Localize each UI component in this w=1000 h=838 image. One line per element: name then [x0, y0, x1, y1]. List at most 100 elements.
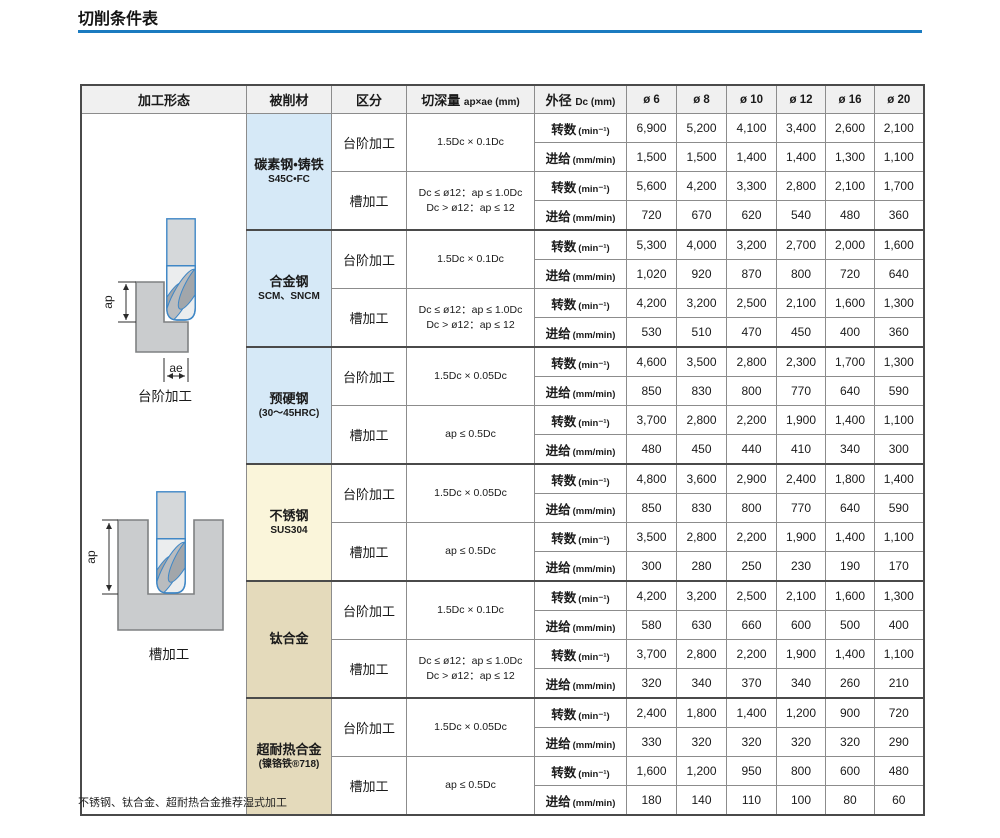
value-cell: 2,400 — [626, 697, 677, 728]
feed-label-cell: 进给(mm/min) — [534, 259, 627, 289]
value-cell: 2,100 — [874, 113, 924, 143]
value-cell: 660 — [726, 610, 777, 640]
value-cell: 1,800 — [676, 697, 727, 728]
feed-label-cell: 进给(mm/min) — [534, 200, 627, 231]
value-cell: 3,400 — [776, 113, 826, 143]
row-label: 转数 — [551, 707, 577, 722]
value-cell: 2,800 — [776, 171, 826, 201]
value-cell: 3,200 — [676, 288, 727, 318]
value-cell: 1,300 — [874, 580, 924, 611]
value-cell: 320 — [726, 727, 777, 757]
value-cell: 1,100 — [874, 405, 924, 435]
material-name: 合金钢 — [269, 273, 309, 289]
footnote: 不锈钢、钛合金、超耐热合金推荐湿式加工 — [78, 797, 287, 809]
diagram-cell: ap ae 台阶加工 ap 槽加工 — [80, 113, 247, 816]
value-cell: 210 — [874, 668, 924, 699]
category-cell: 台阶加工 — [331, 229, 407, 289]
value-cell: 360 — [874, 200, 924, 231]
depth-line: Dc ≤ ø12：ap ≤ 1.0Dc — [418, 303, 523, 316]
value-cell: 600 — [825, 756, 875, 786]
value-cell: 450 — [676, 434, 727, 465]
feed-label-cell: 进给(mm/min) — [534, 317, 627, 348]
value-cell: 1,500 — [626, 142, 677, 172]
row-unit: (min⁻¹) — [578, 417, 610, 429]
value-cell: 1,800 — [825, 463, 875, 494]
value-cell: 4,600 — [626, 346, 677, 377]
value-cell: 640 — [825, 493, 875, 523]
row-unit: (mm/min) — [572, 739, 616, 751]
category-cell: 台阶加工 — [331, 463, 407, 523]
col-header-diameter: 外径 Dc (mm) — [534, 84, 627, 114]
value-cell: 510 — [676, 317, 727, 348]
speed-label-cell: 转数(min⁻¹) — [534, 463, 627, 494]
value-cell: 360 — [874, 317, 924, 348]
col-header-processing-form: 加工形态 — [80, 84, 247, 114]
row-label: 转数 — [551, 531, 577, 546]
row-unit: (min⁻¹) — [578, 476, 610, 488]
value-cell: 1,400 — [825, 522, 875, 552]
col-header-d8: ø 8 — [676, 84, 727, 114]
row-label: 转数 — [551, 122, 577, 137]
depth-cell: 1.5Dc × 0.05Dc — [406, 346, 535, 406]
speed-label-cell: 转数(min⁻¹) — [534, 229, 627, 260]
value-cell: 470 — [726, 317, 777, 348]
value-cell: 670 — [676, 200, 727, 231]
material-name: 碳素钢•铸铁 — [254, 156, 324, 172]
value-cell: 2,200 — [726, 405, 777, 435]
value-cell: 1,400 — [726, 697, 777, 728]
row-label: 进给 — [545, 502, 571, 517]
value-cell: 5,600 — [626, 171, 677, 201]
row-unit: (min⁻¹) — [578, 710, 610, 722]
feed-label-cell: 进给(mm/min) — [534, 551, 627, 582]
value-cell: 1,600 — [626, 756, 677, 786]
value-cell: 410 — [776, 434, 826, 465]
value-cell: 3,200 — [726, 229, 777, 260]
feed-label-cell: 进给(mm/min) — [534, 493, 627, 523]
category-cell: 槽加工 — [331, 639, 407, 699]
speed-label-cell: 转数(min⁻¹) — [534, 522, 627, 552]
value-cell: 600 — [776, 610, 826, 640]
value-cell: 440 — [726, 434, 777, 465]
value-cell: 5,300 — [626, 229, 677, 260]
row-unit: (mm/min) — [572, 388, 616, 400]
col-header-category: 区分 — [331, 84, 407, 114]
value-cell: 500 — [825, 610, 875, 640]
row-unit: (mm/min) — [572, 154, 616, 166]
speed-label-cell: 转数(min⁻¹) — [534, 756, 627, 786]
row-label: 转数 — [551, 297, 577, 312]
value-cell: 340 — [676, 668, 727, 699]
header-row: 加工形态 被削材 区分 切深量 ap×ae (mm) 外径 Dc (mm) ø … — [80, 84, 924, 114]
value-cell: 830 — [676, 493, 727, 523]
value-cell: 230 — [776, 551, 826, 582]
col-header-processing-form-label: 加工形态 — [137, 93, 190, 108]
row-unit: (min⁻¹) — [578, 768, 610, 780]
speed-label-cell: 转数(min⁻¹) — [534, 171, 627, 201]
col-header-d20: ø 20 — [874, 84, 924, 114]
row-label: 转数 — [551, 180, 577, 195]
col-header-category-label: 区分 — [355, 93, 382, 108]
depth-cell: 1.5Dc × 0.1Dc — [406, 113, 535, 172]
value-cell: 110 — [726, 785, 777, 816]
value-cell: 2,200 — [726, 522, 777, 552]
value-cell: 6,900 — [626, 113, 677, 143]
value-cell: 1,600 — [874, 229, 924, 260]
depth-cell: ap ≤ 0.5Dc — [406, 405, 535, 465]
row-label: 进给 — [545, 385, 571, 400]
depth-cell: 1.5Dc × 0.1Dc — [406, 229, 535, 289]
dim-label-ap: ap — [101, 295, 115, 309]
feed-label-cell: 进给(mm/min) — [534, 142, 627, 172]
value-cell: 2,000 — [825, 229, 875, 260]
value-cell: 800 — [726, 376, 777, 406]
value-cell: 2,300 — [776, 346, 826, 377]
depth-line: Dc ≤ ø12：ap ≤ 1.0Dc — [418, 186, 523, 199]
